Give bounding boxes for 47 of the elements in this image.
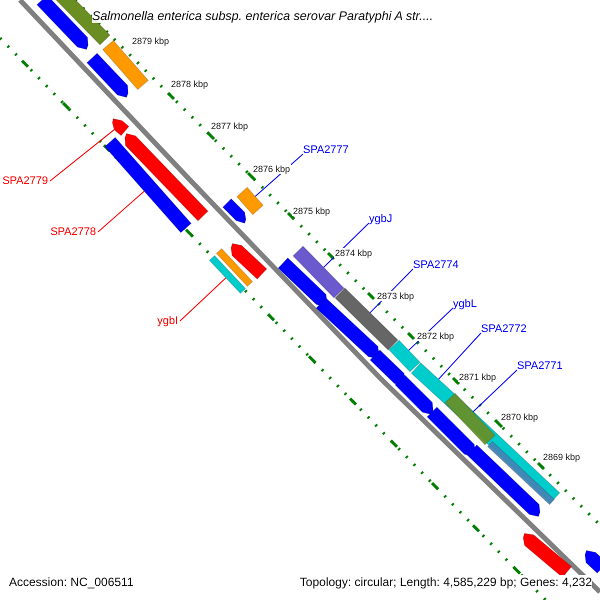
gene-label: ygbI [157,315,178,327]
gene-feature [36,0,89,50]
leader-line [472,370,518,412]
gene-label: SPA2771 [517,360,563,372]
gene-label: SPA2772 [481,323,527,335]
gene-feature [444,392,496,446]
gene-feature [124,132,209,222]
gene-feature [230,242,268,280]
gene-feature [208,254,246,294]
gene-feature [466,444,540,518]
gene-feature [86,52,129,98]
tick-label: 2871 kbp [458,372,498,382]
leader-line [50,129,115,182]
gene-label: ygbL [453,298,477,310]
tick-label: 2879 kbp [131,36,170,46]
gene-feature [236,186,264,216]
gene-feature [426,406,476,458]
tick-label: 2872 kbp [416,331,456,341]
genome-info-text: Topology: circular; Length: 4,585,229 bp; Genes: 4,232 [300,575,592,589]
leader-line [180,277,226,322]
accession-text: Accession: NC_006511 [9,575,134,589]
map-title: Salmonella enterica subsp. enterica serovar Paratyphi A str.... [92,9,434,23]
gene-feature [584,550,600,574]
gene-feature [104,136,192,234]
tick-label: 2873 kbp [376,291,416,301]
gene-feature [369,349,406,386]
gene-feature [222,198,246,224]
gene-label: ygbJ [369,213,392,225]
gene-feature [334,287,399,351]
gene-feature [278,257,328,308]
gene-feature [216,248,254,288]
gene-label: SPA2777 [303,144,349,156]
leader-line [98,190,145,232]
tick-label: 2870 kbp [500,412,540,422]
gene-feature [410,362,458,407]
gene-label: SPA2779 [2,175,48,187]
tick-label: 2869 kbp [542,452,582,462]
gene-label: SPA2778 [50,226,96,238]
gene-feature [388,340,421,372]
leader-line [438,332,482,380]
tick-label: 2878 kbp [170,79,210,89]
tick-label: 2875 kbp [292,206,332,216]
gene-feature [394,374,434,416]
tick-label: 2877 kbp [210,121,250,131]
tick-label: 2874 kbp [334,248,374,258]
gene-label: SPA2774 [413,259,459,271]
tick-label: 2876 kbp [252,164,292,174]
